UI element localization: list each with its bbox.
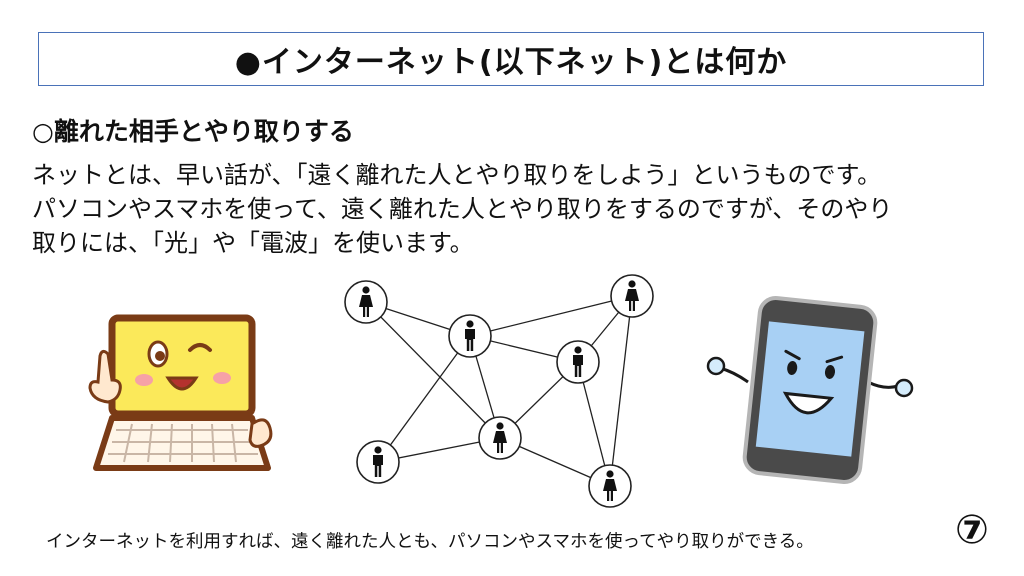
body-line-1: ネットとは、早い話が、「遠く離れた人とやり取りをしよう」というものです。 xyxy=(32,161,882,189)
slide-title-box: ●インターネット(以下ネット)とは何か xyxy=(38,32,984,86)
network-link xyxy=(609,295,633,487)
person-female-icon xyxy=(344,280,388,324)
network-diagram xyxy=(344,274,654,508)
section-heading: ○離れた相手とやり取りする xyxy=(32,117,354,146)
pointing-hand xyxy=(88,349,122,404)
laptop-mascot-illustration xyxy=(88,314,273,471)
person-female-icon xyxy=(588,464,632,508)
body-paragraph: ネットとは、早い話が、「遠く離れた人とやり取りをしよう」というものです。 パソコ… xyxy=(32,158,992,260)
phone-screen xyxy=(755,321,865,457)
person-male-icon xyxy=(448,314,492,358)
smartphone-mascot-illustration xyxy=(706,296,914,484)
person-male-icon xyxy=(356,440,400,484)
person-male-icon xyxy=(556,340,600,384)
person-female-icon xyxy=(478,416,522,460)
laptop-screen xyxy=(108,314,256,418)
phone-left-hand xyxy=(706,356,726,376)
slide-title: ●インターネット(以下ネット)とは何か xyxy=(234,45,788,80)
network-link xyxy=(469,295,633,337)
body-line-2: パソコンやスマホを使って、遠く離れた人とやり取りをするのですが、そのやり xyxy=(32,195,893,223)
network-link xyxy=(365,301,501,439)
person-female-icon xyxy=(610,274,654,318)
page-number: ⑦ xyxy=(955,507,989,553)
phone-right-hand xyxy=(894,378,914,398)
bottom-caption: インターネットを利用すれば、遠く離れた人とも、パソコンやスマホを使ってやり取りが… xyxy=(46,532,814,552)
network-link xyxy=(377,335,471,463)
body-line-3: 取りには、「光」や「電波」を使います。 xyxy=(32,229,474,257)
